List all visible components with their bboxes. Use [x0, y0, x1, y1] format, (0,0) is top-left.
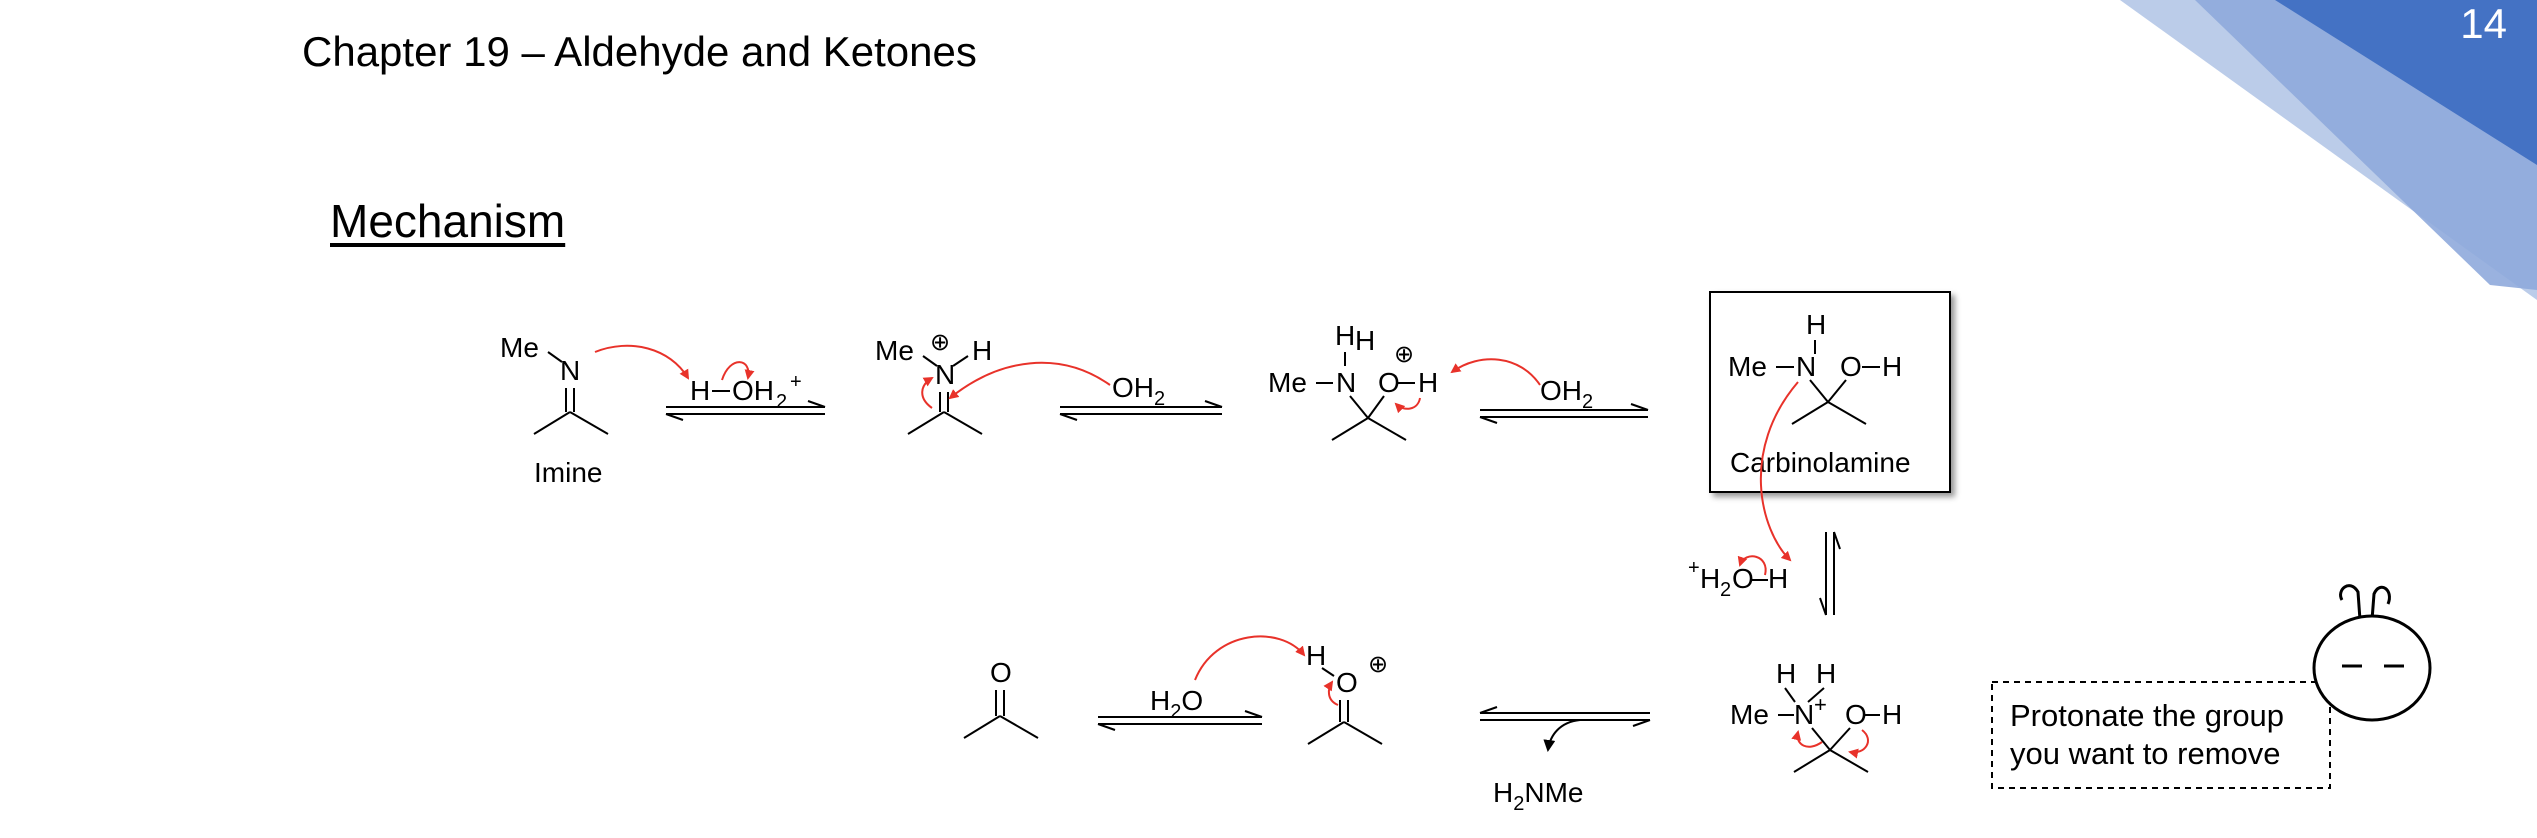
- hydronium-sub: 2: [776, 391, 787, 413]
- water-2: OH2: [1540, 375, 1593, 413]
- red-arrow-o-lone-pair: [1848, 729, 1869, 759]
- pa-me: Me: [1730, 699, 1769, 730]
- pk-charge: ⊕: [1368, 651, 1388, 678]
- water-1: OH2: [1112, 372, 1165, 410]
- h3o-o: O: [1732, 563, 1754, 594]
- hydronium-1: H OH 2 +: [690, 371, 802, 413]
- oxo-charge: ⊕: [1394, 341, 1414, 368]
- h3o-h2: H: [1768, 563, 1788, 594]
- iminium-structure: Me ⊕ N H: [875, 329, 992, 435]
- pk-o: O: [1336, 667, 1358, 698]
- carb-oh: H: [1882, 351, 1902, 382]
- carb-me: Me: [1728, 351, 1767, 382]
- pk-h: H: [1306, 640, 1326, 671]
- red-arrow-cn-break: [1791, 730, 1823, 748]
- red-arrow-pi-to-n: [921, 376, 934, 409]
- leaving-group-arrow: [1543, 719, 1581, 752]
- iminium-charge: ⊕: [930, 329, 950, 356]
- imine-n: N: [560, 355, 580, 386]
- oxo-o: O: [1378, 367, 1400, 398]
- oxo-oh: H: [1418, 367, 1438, 398]
- pa-h1: H: [1776, 658, 1796, 689]
- red-arrow-water-attack: [948, 361, 1111, 400]
- leaving-group: H2NMe: [1493, 777, 1583, 815]
- red-arrow-imine-to-h: [594, 344, 690, 380]
- hydronium-charge: +: [790, 371, 802, 393]
- corner-triangle-dark: [2275, 0, 2537, 165]
- red-arrow-water-deprotonate: [1194, 635, 1306, 681]
- imine-structure: Me N Imine: [500, 332, 609, 488]
- carb-o: O: [1840, 351, 1862, 382]
- carbinolamine-label: Carbinolamine: [1730, 447, 1911, 478]
- iminium-me: Me: [875, 335, 914, 366]
- note-line-1: Protonate the group: [2010, 698, 2284, 733]
- protonated-amine: H H Me N + O H: [1730, 658, 1902, 773]
- ketone-o: O: [990, 657, 1012, 688]
- equilibrium-arrow-1: [665, 400, 826, 421]
- iminium-n: N: [935, 359, 955, 390]
- oxo-h2: H: [1355, 325, 1375, 356]
- chapter-title: Chapter 19 – Aldehyde and Ketones: [302, 28, 977, 75]
- red-arrow-oh-bond: [1394, 397, 1421, 414]
- h3o-plus: +: [1688, 557, 1700, 579]
- equilibrium-arrow-2: [1059, 400, 1223, 421]
- pa-n: N: [1794, 699, 1814, 730]
- equilibrium-arrow-4: [1479, 706, 1651, 727]
- oxo-me: Me: [1268, 367, 1307, 398]
- mechanism-heading: Mechanism: [330, 195, 566, 247]
- oxonium-intermediate: H H Me N O H ⊕: [1268, 320, 1438, 441]
- ketone-structure: O: [963, 657, 1039, 739]
- carb-h: H: [1806, 309, 1826, 340]
- iminium-h: H: [972, 335, 992, 366]
- hydronium-2: + H 2 O H: [1688, 557, 1788, 601]
- red-arrow-n-to-h: [1759, 381, 1799, 562]
- red-arrow-h-o: [721, 361, 755, 381]
- note-line-2: you want to remove: [2010, 736, 2281, 771]
- page-number: 14: [2460, 0, 2507, 47]
- equilibrium-arrow-5: [1097, 710, 1263, 731]
- red-arrow-deprotonate-o: [1450, 358, 1541, 386]
- carbinolamine-box: H Me N O H Carbinolamine: [1709, 291, 1951, 493]
- equilibrium-arrow-vertical: [1819, 531, 1841, 616]
- oxo-h1: H: [1335, 320, 1355, 351]
- protonated-ketone: H O ⊕: [1306, 640, 1388, 745]
- oxo-n: N: [1336, 367, 1356, 398]
- equilibrium-arrow-3: [1479, 403, 1649, 424]
- water-3: H2O: [1150, 685, 1203, 723]
- pa-h2: H: [1816, 658, 1836, 689]
- pa-oh: H: [1882, 699, 1902, 730]
- bunny-mascot-icon: [2312, 584, 2432, 722]
- hydronium-h: H: [690, 375, 710, 406]
- imine-me: Me: [500, 332, 539, 363]
- pa-o: O: [1845, 699, 1867, 730]
- red-arrow-oh-to-o: [1323, 680, 1339, 706]
- h3o-h: H: [1700, 563, 1720, 594]
- note-box: Protonate the group you want to remove: [1991, 681, 2331, 789]
- h3o-sub: 2: [1720, 579, 1731, 601]
- pa-plus: +: [1814, 692, 1827, 717]
- imine-label: Imine: [534, 457, 602, 488]
- hydronium-oh: OH: [732, 375, 774, 406]
- carb-n: N: [1796, 351, 1816, 382]
- red-arrow-oh-break: [1737, 555, 1767, 576]
